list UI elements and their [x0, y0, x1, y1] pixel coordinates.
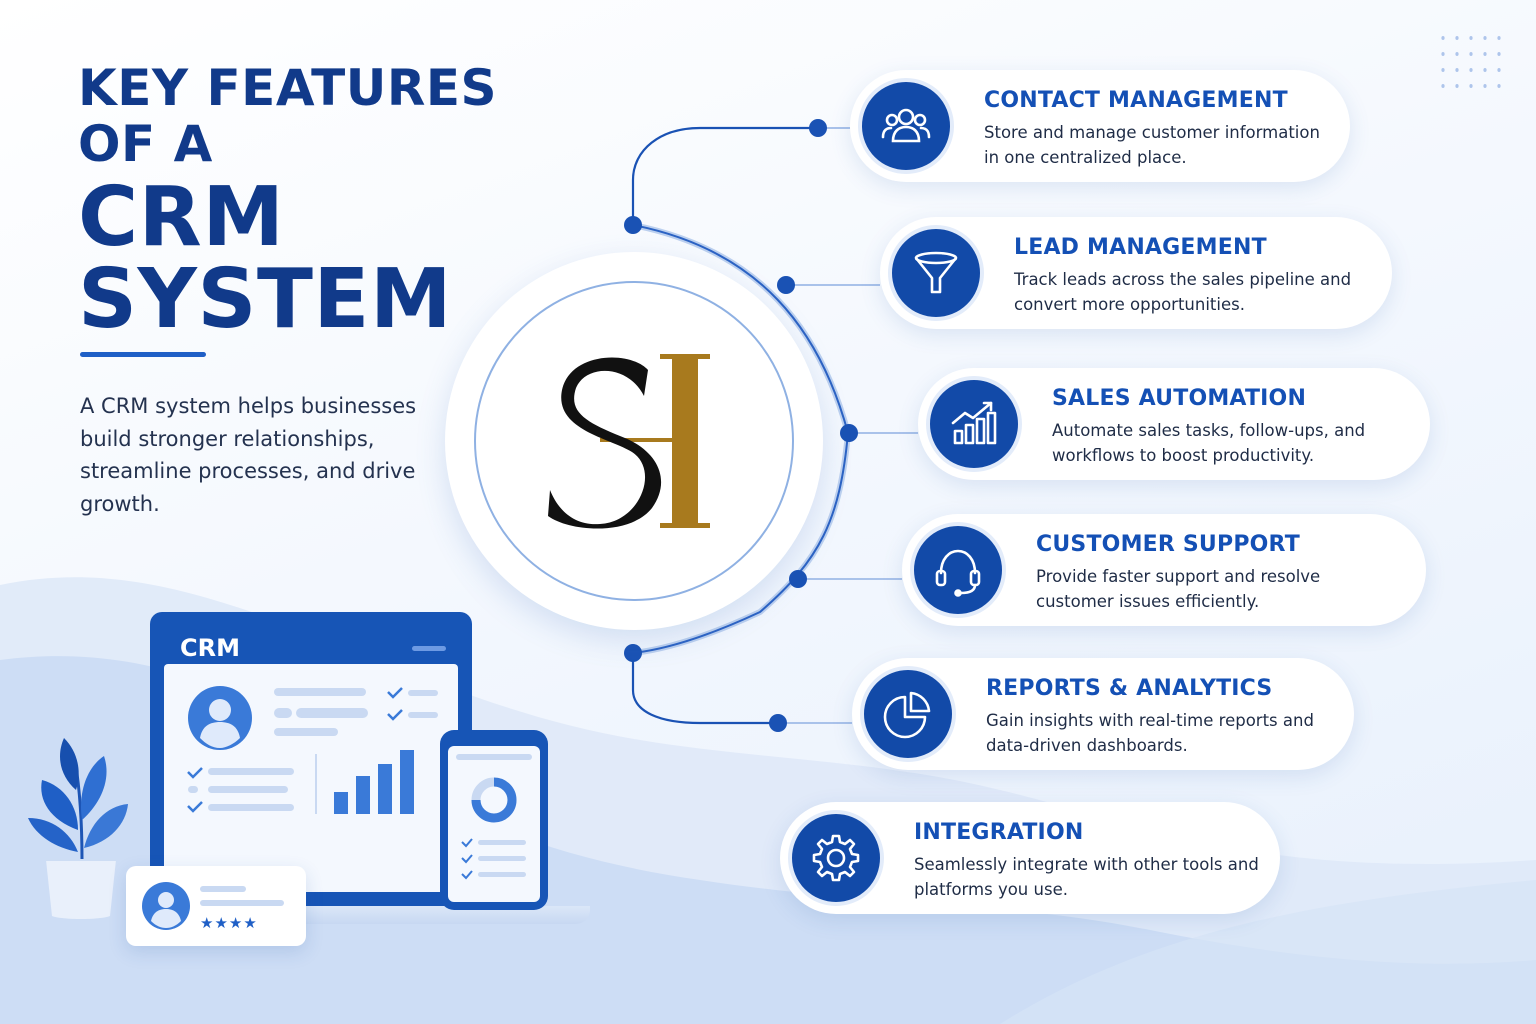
phone-dashboard-graphic	[456, 754, 532, 880]
feature-title: LEAD MANAGEMENT	[1014, 235, 1267, 260]
feature-card-lead-management: LEAD MANAGEMENT Track leads across the s…	[880, 217, 1392, 329]
feature-card-reports-analytics: REPORTS & ANALYTICS Gain insights with r…	[852, 658, 1354, 770]
gear-icon	[788, 810, 884, 906]
decorative-dots	[1436, 30, 1508, 96]
phone-illustration	[440, 730, 548, 910]
pie-chart-icon	[860, 666, 956, 762]
laptop-screen	[164, 664, 458, 892]
title-line-1: KEY FEATURES	[78, 59, 498, 117]
feature-description: Gain insights with real-time reports and…	[986, 711, 1314, 755]
feature-title: INTEGRATION	[914, 820, 1084, 845]
page-title: KEY FEATURES OF A CRM SYSTEM	[78, 60, 497, 344]
feature-description: Automate sales tasks, follow-ups, and wo…	[1052, 421, 1366, 465]
feature-description: Store and manage customer information in…	[984, 123, 1320, 167]
feature-card-customer-support: CUSTOMER SUPPORT Provide faster support …	[902, 514, 1426, 626]
title-line-2: OF A	[78, 115, 213, 173]
feature-description: Provide faster support and resolve custo…	[1036, 567, 1321, 611]
growth-chart-icon	[926, 376, 1022, 472]
title-line-3: CRM	[78, 170, 285, 265]
dashboard-graphic	[187, 686, 438, 814]
feature-description: Track leads across the sales pipeline an…	[1014, 270, 1352, 314]
feature-title: SALES AUTOMATION	[1052, 386, 1307, 411]
feature-description: Seamlessly integrate with other tools an…	[914, 855, 1259, 899]
avatar-icon	[142, 882, 284, 930]
phone-screen	[448, 746, 540, 902]
feature-card-integration: INTEGRATION Seamlessly integrate with ot…	[780, 802, 1280, 914]
plant-illustration	[28, 738, 128, 919]
crm-brand-label: CRM	[180, 634, 240, 662]
sh-logo	[548, 354, 710, 529]
funnel-icon	[888, 225, 984, 321]
users-icon	[858, 78, 954, 174]
title-line-4: SYSTEM	[78, 252, 453, 347]
feature-title: CONTACT MANAGEMENT	[984, 88, 1288, 113]
headset-icon	[910, 522, 1006, 618]
feature-title: REPORTS & ANALYTICS	[986, 676, 1273, 701]
feature-card-sales-automation: SALES AUTOMATION Automate sales tasks, f…	[918, 368, 1430, 480]
laptop-illustration: CRM	[150, 612, 472, 908]
feature-title: CUSTOMER SUPPORT	[1036, 532, 1300, 557]
feature-card-contact-management: CONTACT MANAGEMENT Store and manage cust…	[850, 70, 1350, 182]
intro-description: A CRM system helps businesses build stro…	[80, 394, 417, 516]
review-card: ★★★★	[126, 866, 306, 946]
rating-stars: ★★★★	[200, 914, 258, 932]
title-underline	[80, 352, 206, 357]
